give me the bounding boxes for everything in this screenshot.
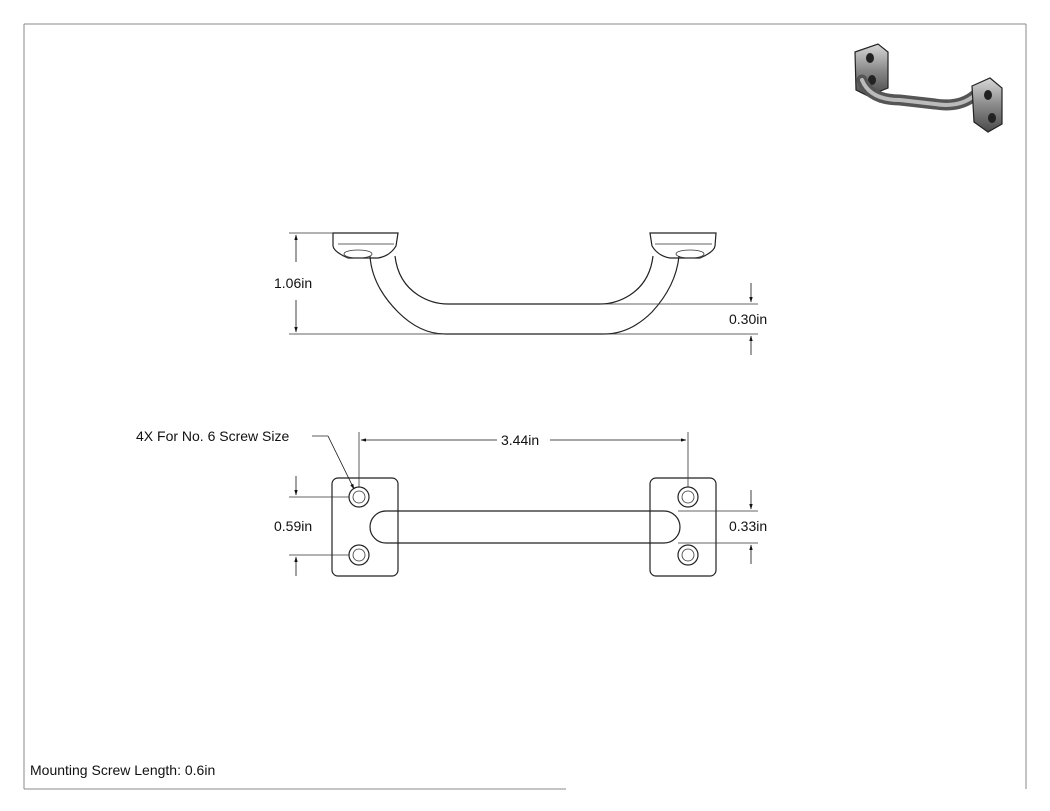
isometric-preview	[854, 43, 1003, 133]
top-view	[331, 477, 717, 577]
hole-spacing-label: 3.44in	[501, 432, 539, 448]
height-label: 1.06in	[274, 275, 312, 291]
screw-callout-label: 4X For No. 6 Screw Size	[136, 428, 289, 444]
sheet-border	[23, 23, 1027, 790]
bar-width-label: 0.33in	[729, 518, 767, 534]
front-view	[332, 232, 717, 335]
dimension-hole-spacing: 3.44in	[358, 432, 689, 487]
dimension-bar-width: 0.33in	[678, 490, 767, 564]
bar-offset-label: 0.30in	[729, 311, 767, 327]
screw-callout: 4X For No. 6 Screw Size	[136, 428, 355, 490]
mounting-length-note: Mounting Screw Length: 0.6in	[30, 762, 215, 778]
dimension-plate-pitch: 0.59in	[274, 476, 349, 576]
dimension-bar-offset: 0.30in	[600, 283, 767, 355]
dimension-height: 1.06in	[274, 232, 445, 335]
plate-pitch-label: 0.59in	[274, 518, 312, 534]
